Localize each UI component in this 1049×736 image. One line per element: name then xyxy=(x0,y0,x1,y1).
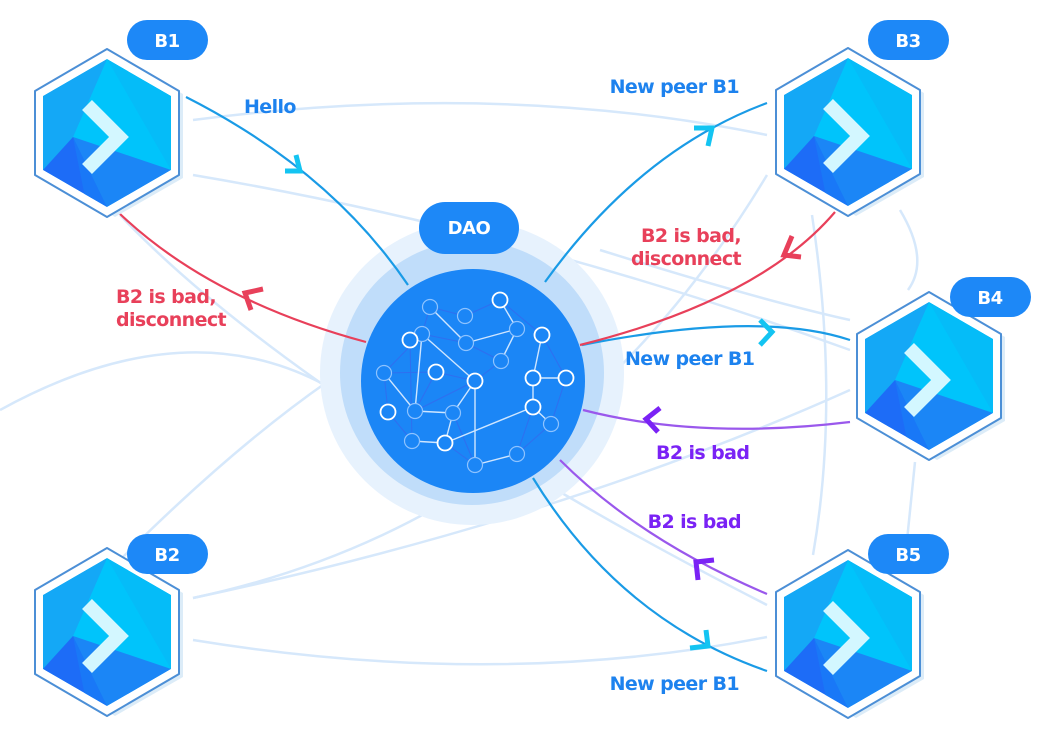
label-newpeer-b3: New peer B1 xyxy=(610,76,739,98)
dao-badge-label: DAO xyxy=(448,218,491,239)
label-hello: Hello xyxy=(244,96,296,118)
label-disconnect-b1-line2: disconnect xyxy=(116,309,227,331)
mesh-vertex xyxy=(508,445,526,463)
edge-newpeer-dao-b4 xyxy=(581,325,851,347)
mesh-edge-faint xyxy=(409,339,413,442)
mesh-link-b3-b5 xyxy=(810,214,828,556)
label-newpeer-b5: New peer B1 xyxy=(610,673,739,695)
badge-b1-pill xyxy=(127,20,208,60)
mesh-vertex xyxy=(456,307,474,325)
message-labels: Hello New peer B1 New peer B1 New peer B… xyxy=(116,76,755,695)
mesh-edge xyxy=(383,372,416,412)
label-disconnect-b3-line2: disconnect xyxy=(631,248,742,270)
mesh-vertex xyxy=(557,369,575,387)
badge-b3[interactable]: B3 xyxy=(868,20,949,60)
edge-newpeer-dao-b3 xyxy=(544,101,768,283)
mesh-vertex xyxy=(421,298,439,316)
dao-badge-pill xyxy=(419,202,519,254)
label-disconnect-b1-line1: B2 is bad, xyxy=(116,286,216,308)
peer-node-b5[interactable] xyxy=(776,550,924,718)
mesh-link-b2-b5 xyxy=(192,635,768,666)
mesh-vertex xyxy=(375,364,393,382)
mesh-vertex xyxy=(444,404,462,422)
mesh-vertex xyxy=(524,369,542,387)
mesh-link-dao-b4 xyxy=(599,248,851,322)
mesh-link-b3-b4-edge xyxy=(898,209,919,291)
arrow-newpeer-b5-icon xyxy=(689,629,711,651)
mesh-vertex xyxy=(524,398,542,416)
mesh-vertex xyxy=(457,334,475,352)
mesh-link-b5-dao xyxy=(539,478,768,607)
mesh-edge-faint xyxy=(499,299,543,336)
label-newpeer-b4: New peer B1 xyxy=(625,348,754,370)
mesh-vertex xyxy=(379,403,397,421)
peer-hex-icon xyxy=(776,48,924,216)
badge-b5[interactable]: B5 xyxy=(868,534,949,574)
badge-b4-pill xyxy=(950,277,1031,317)
badge-b3-pill xyxy=(868,20,949,60)
arrow-hello-icon xyxy=(285,154,304,174)
dao-internal-graph-icon xyxy=(375,291,575,474)
label-bad-b4: B2 is bad xyxy=(656,442,749,464)
badge-b2[interactable]: B2 xyxy=(127,534,208,574)
badge-b5-pill xyxy=(868,534,949,574)
arrowheads xyxy=(241,125,802,651)
mesh-vertex xyxy=(406,402,424,420)
mesh-vertex xyxy=(492,352,510,370)
edge-newpeer-dao-b5 xyxy=(532,477,768,673)
badge-b2-pill xyxy=(127,534,208,574)
mesh-vertex xyxy=(436,434,454,452)
badge-b1-label: B1 xyxy=(154,31,179,52)
mesh-edge xyxy=(421,333,476,382)
mesh-edge-faint xyxy=(414,380,476,412)
mesh-link-b1-b3 xyxy=(192,101,768,137)
arrow-disconnect-b1-icon xyxy=(241,286,264,311)
mesh-vertex xyxy=(401,331,419,349)
mesh-edge xyxy=(444,406,534,444)
mesh-edge-faint xyxy=(452,412,476,466)
mesh-link-b1-dao xyxy=(0,351,351,412)
peer-node-b1[interactable] xyxy=(35,49,183,217)
dao-node[interactable] xyxy=(320,221,624,525)
arrow-newpeer-b4-icon xyxy=(758,318,776,347)
peer-hex-icon xyxy=(776,550,924,718)
mesh-vertex xyxy=(403,432,421,450)
peer-node-b4[interactable] xyxy=(857,292,1005,460)
edge-bad-b5-dao xyxy=(559,459,768,596)
mesh-vertex xyxy=(427,363,445,381)
mesh-edge xyxy=(414,333,423,412)
arrow-newpeer-b3-icon xyxy=(694,125,716,147)
mesh-link-b1-red-shadow xyxy=(119,214,346,402)
peer-hex-icon xyxy=(857,292,1005,460)
peer-node-b3[interactable] xyxy=(776,48,924,216)
mesh-vertex xyxy=(491,291,509,309)
label-bad-b5: B2 is bad xyxy=(648,511,741,533)
edge-disconnect-b3-dao xyxy=(579,211,836,347)
dao-badge[interactable]: DAO xyxy=(419,202,519,254)
mesh-edge xyxy=(465,328,518,344)
badge-b5-label: B5 xyxy=(895,545,920,566)
mesh-edge xyxy=(429,306,467,344)
label-disconnect-b3-line1: B2 is bad, xyxy=(641,225,741,247)
badge-b1[interactable]: B1 xyxy=(127,20,208,60)
arrow-bad-b4-icon xyxy=(642,406,662,434)
edge-hello-b1-dao xyxy=(185,96,409,286)
mesh-vertex xyxy=(542,415,560,433)
mesh-edge-faint xyxy=(383,371,437,374)
peer-hex-icon xyxy=(35,49,183,217)
mesh-vertex xyxy=(508,320,526,338)
edge-disconnect-dao-b1 xyxy=(118,212,367,344)
badge-b4-label: B4 xyxy=(977,288,1002,309)
mesh-vertex xyxy=(466,456,484,474)
badge-b4[interactable]: B4 xyxy=(950,277,1031,317)
edge-bad-b4-dao xyxy=(582,408,851,430)
badge-b3-label: B3 xyxy=(895,31,920,52)
message-edges xyxy=(118,96,851,673)
mesh-vertex xyxy=(533,326,551,344)
arrow-disconnect-b3-icon xyxy=(780,235,802,260)
mesh-vertex xyxy=(466,372,484,390)
badge-b2-label: B2 xyxy=(154,545,179,566)
arrow-bad-b5-icon xyxy=(693,557,715,581)
